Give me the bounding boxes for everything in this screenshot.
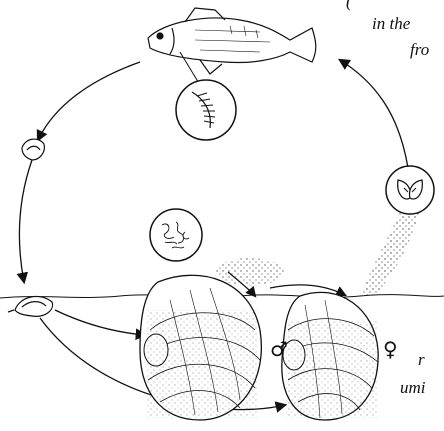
caption-fragment-in-the: in the — [372, 14, 410, 34]
caption-fragment-paren: ( — [346, 0, 352, 12]
sperm-inset — [150, 209, 202, 261]
arrow-fish-to-juvenile — [38, 62, 140, 140]
female-mussel — [282, 292, 378, 420]
glochidium-inset — [386, 166, 434, 214]
caption-fragment-r: r — [418, 350, 425, 370]
sperm-cloud — [216, 258, 284, 286]
gill-inset — [176, 80, 236, 140]
host-fish — [148, 8, 316, 74]
male-mussel — [140, 275, 261, 420]
glochidia-plume — [362, 201, 421, 298]
arrow-young-to-male — [55, 310, 145, 335]
female-symbol: ♀ — [383, 337, 398, 361]
young-mussel — [8, 296, 53, 316]
caption-fragment-fro: fro — [410, 40, 429, 60]
male-symbol: ♂ — [270, 337, 288, 361]
arrow-glochidia-to-fish — [340, 60, 408, 168]
caption-fragment-umi: umi — [400, 378, 426, 398]
arrow-juvenile-to-adult — [19, 160, 32, 282]
juvenile-mussel — [22, 139, 44, 160]
